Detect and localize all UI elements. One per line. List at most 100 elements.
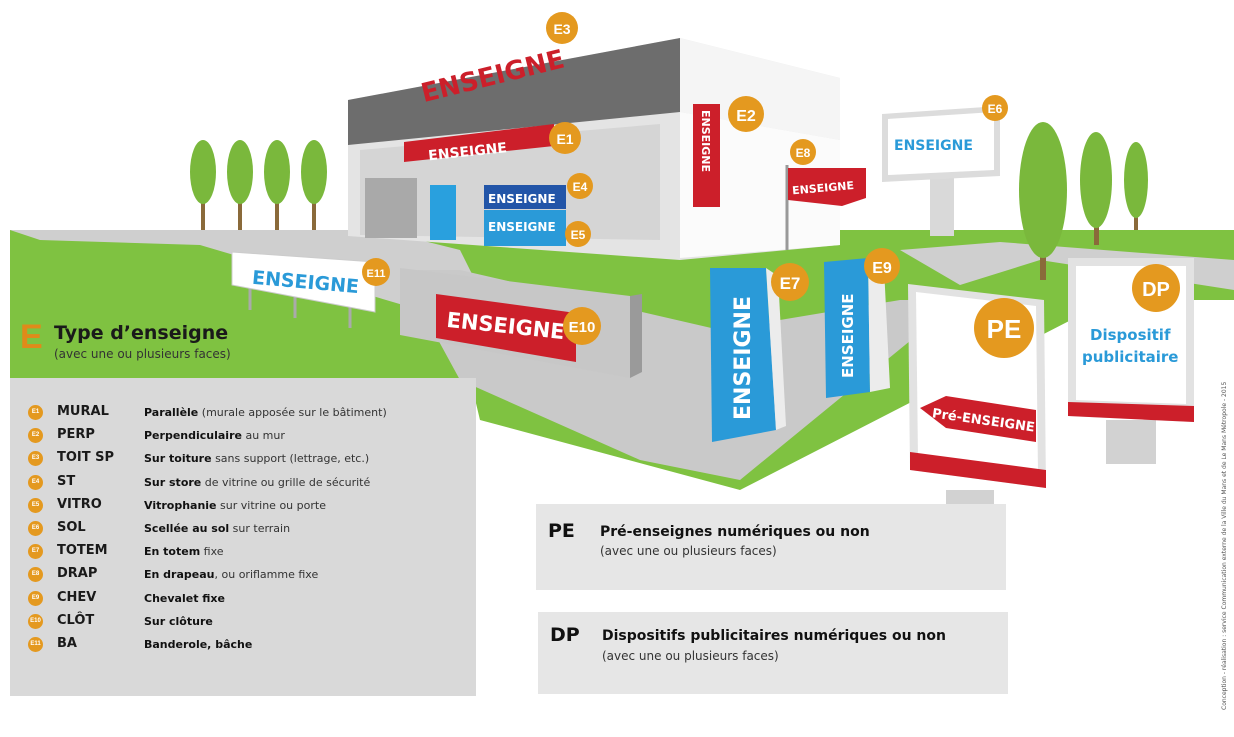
badge-e11: E11	[362, 258, 390, 286]
dp-info-box: DP Dispositifs publicitaires numériques …	[538, 612, 1008, 694]
legend-subtitle: (avec une ou plusieurs faces)	[54, 347, 231, 361]
legend-code: ST	[57, 473, 76, 489]
badge-e2-text: E2	[736, 108, 756, 125]
legend-desc: Sur clôture	[144, 615, 213, 628]
legend-desc-bold: Scellée au sol	[144, 521, 230, 535]
badge-e3-text: E3	[553, 21, 570, 37]
badge-e8: E8	[790, 139, 816, 165]
legend-desc-bold: Sur toiture	[144, 452, 212, 466]
legend-desc-bold: Sur store	[144, 475, 202, 489]
trees-right	[1019, 122, 1148, 280]
legend-desc-bold: En drapeau	[144, 568, 215, 582]
badge-e3: E3	[546, 12, 578, 44]
legend-desc: En drapeau, ou oriflamme fixe	[144, 568, 318, 581]
sign-e2-text: ENSEIGNE	[699, 110, 712, 172]
badge-dp-text: DP	[1142, 279, 1170, 301]
legend-desc-bold: Chevalet fixe	[144, 591, 225, 605]
badge-e1: E1	[549, 122, 581, 154]
legend-code: MURAL	[57, 404, 109, 419]
badge-e7: E7	[771, 263, 809, 301]
legend-desc-bold: Sur clôture	[144, 614, 213, 628]
legend-code: DRAP	[57, 566, 98, 582]
badge-dp: DP	[1132, 264, 1180, 312]
legend-item: E3 TOIT SP Sur toiture sans support (lettr…	[28, 448, 468, 471]
sign-e5-text: ENSEIGNE	[488, 220, 556, 234]
legend-desc-rest: de vitrine ou grille de sécurité	[201, 475, 371, 489]
legend-badge: E10	[28, 613, 43, 629]
badge-pe: PE	[974, 298, 1034, 358]
legend-desc-rest: , ou oriflamme fixe	[214, 568, 319, 582]
badge-e5: E5	[565, 221, 591, 247]
legend-desc: Parallèle (murale apposée sur le bâtimen…	[144, 406, 387, 419]
trees-left	[190, 140, 327, 230]
badge-e4-text: E4	[573, 180, 588, 194]
legend-desc-rest: sans support (lettrage, etc.)	[211, 452, 370, 466]
legend-desc-bold: Banderole, bâche	[144, 637, 253, 651]
legend-code: TOTEM	[57, 543, 108, 559]
legend-desc: Scellée au sol sur terrain	[144, 522, 290, 535]
sign-e4: ENSEIGNE	[484, 185, 566, 209]
badge-e8-text: E8	[796, 146, 811, 160]
legend-code: BA	[57, 635, 77, 651]
legend-code: SOL	[57, 519, 86, 535]
legend-letter: E	[20, 318, 43, 356]
sign-e8: ENSEIGNE	[785, 165, 866, 250]
badge-e6: E6	[982, 95, 1008, 121]
legend-item: E6 SOL Scellée au sol sur terrain	[28, 518, 468, 541]
legend-desc-rest: sur vitrine ou porte	[216, 498, 326, 512]
legend-desc-rest: sur terrain	[229, 521, 291, 535]
legend-desc: Banderole, bâche	[144, 638, 252, 651]
legend-desc: Sur store de vitrine ou grille de sécuri…	[144, 476, 370, 489]
legend-desc-bold: En totem	[144, 545, 201, 559]
legend-item: E4 ST Sur store de vitrine ou grille de sé…	[28, 472, 468, 495]
legend-desc: Perpendiculaire au mur	[144, 429, 285, 442]
pe-box-code: PE	[548, 520, 575, 542]
legend-code: TOIT SP	[57, 450, 115, 466]
road-right	[900, 242, 1234, 290]
legend-desc: Chevalet fixe	[144, 592, 225, 605]
sign-e7-text: ENSEIGNE	[731, 296, 756, 420]
legend-desc: Vitrophanie sur vitrine ou porte	[144, 499, 326, 512]
badge-e11-text: E11	[367, 268, 386, 280]
legend-badge: E6	[28, 520, 43, 536]
legend-badge: E5	[28, 497, 43, 513]
badge-e2: E2	[728, 96, 764, 132]
sign-e9-text: ENSEIGNE	[839, 293, 857, 378]
credit-text: Conception - réalisation : service Commu…	[1221, 381, 1228, 710]
legend-desc: Sur toiture sans support (lettrage, etc.…	[144, 452, 369, 465]
legend-title: Type d’enseigne	[54, 322, 229, 344]
sign-dp-text-1: Dispositif	[1090, 326, 1171, 344]
legend-desc-rest: (murale apposée sur le bâtiment)	[198, 406, 387, 419]
badge-pe-text: PE	[987, 314, 1022, 344]
pe-box-title: Pré-enseignes numériques ou non	[600, 524, 870, 540]
sign-e7: ENSEIGNE	[710, 268, 786, 442]
dp-box-code: DP	[550, 624, 580, 646]
legend-desc-rest: au mur	[241, 429, 285, 443]
sign-e6-text: ENSEIGNE	[894, 138, 973, 154]
sign-dp-text-2: publicitaire	[1082, 348, 1178, 366]
sign-e11: ENSEIGNE	[231, 251, 376, 328]
legend-badge: E3	[28, 451, 43, 467]
sign-e5: ENSEIGNE	[484, 210, 566, 246]
sign-e9: ENSEIGNE	[824, 258, 890, 398]
sign-e10: ENSEIGNE	[400, 268, 642, 378]
badge-e7-text: E7	[780, 274, 801, 293]
sign-e4-text: ENSEIGNE	[488, 192, 556, 206]
badge-e5-text: E5	[571, 228, 586, 242]
legend-desc: En totem fixe	[144, 545, 224, 558]
dp-box-title: Dispositifs publicitaires numériques ou …	[602, 628, 946, 644]
legend-code: CHEV	[57, 589, 97, 605]
legend-item: E11 BA Banderole, bâche	[28, 634, 468, 657]
legend-code: PERP	[57, 427, 95, 443]
dp-box-subtitle: (avec une ou plusieurs faces)	[602, 649, 779, 663]
legend-badge: E4	[28, 474, 43, 490]
legend-badge: E11	[28, 636, 43, 652]
badge-e6-text: E6	[988, 102, 1003, 116]
